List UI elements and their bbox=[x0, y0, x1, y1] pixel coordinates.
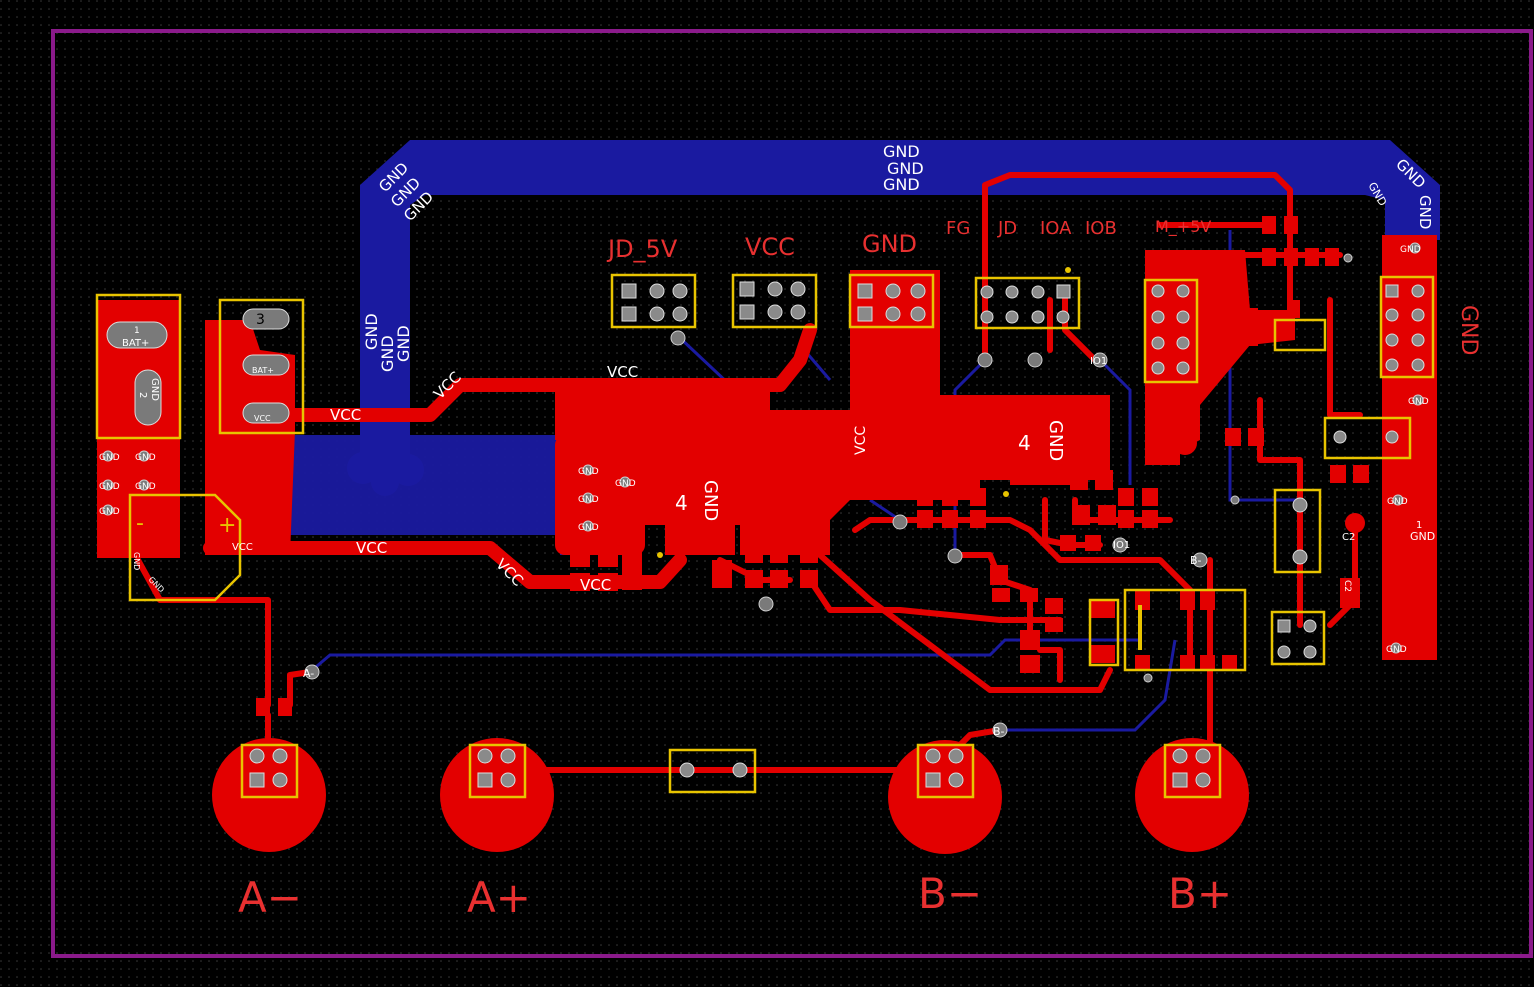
terminal-label-a-plus: A+ bbox=[467, 873, 531, 922]
net-io1: IO1 bbox=[1090, 356, 1107, 367]
pad-label-gnd-l2: GND bbox=[135, 453, 156, 463]
board-outline bbox=[51, 29, 1533, 958]
net-vcc-6: VCC bbox=[580, 576, 611, 594]
pad-label-gnd-2: GND bbox=[149, 378, 160, 401]
pad-label-gnd-r2: GND bbox=[1408, 397, 1429, 407]
pad-labels: 1 BAT+ GND 2 3 BAT+ VCC VCC GND GND - + … bbox=[99, 245, 1435, 655]
terminal-pad-b-plus bbox=[1135, 738, 1249, 852]
ic2-body bbox=[1010, 410, 1075, 485]
left-mid-pour bbox=[555, 435, 645, 555]
pad-label-cap-vcc: VCC bbox=[232, 542, 253, 553]
header-labels: JD_5V VCC GND FG JD IOA IOB M_+5V GND bbox=[606, 217, 1481, 355]
net-gnd-top-1: GND bbox=[883, 142, 920, 161]
pad-label-c2-b: C2 bbox=[1342, 580, 1352, 592]
net-vcc-7: VCC bbox=[853, 426, 869, 455]
terminal-pad-a-plus bbox=[440, 738, 554, 852]
pad-label-gnd-l5: GND bbox=[99, 507, 120, 517]
through-hole-pads bbox=[106, 281, 1425, 788]
net-vcc-1: VCC bbox=[330, 406, 361, 424]
label-fg: FG bbox=[946, 218, 970, 239]
net-b-minus-2: B- bbox=[1190, 554, 1202, 567]
net-io1-b: IO1 bbox=[1113, 540, 1130, 551]
net-vcc-4: VCC bbox=[356, 539, 387, 557]
pad-label-gnd-m2: GND bbox=[615, 479, 636, 489]
terminal-label-b-plus: B+ bbox=[1168, 869, 1232, 918]
net-four-2: 4 bbox=[1018, 431, 1031, 455]
net-four-1: 4 bbox=[675, 491, 688, 515]
label-ioa: IOA bbox=[1040, 218, 1072, 239]
pad-label-bat-plus: BAT+ bbox=[122, 338, 149, 349]
pad-label-gnd-l4: GND bbox=[135, 482, 156, 492]
gnd-pour-top bbox=[360, 140, 1440, 470]
vias bbox=[102, 242, 1424, 738]
pad-label-gnd-m4: GND bbox=[578, 523, 599, 533]
label-gnd-right: GND bbox=[1456, 305, 1481, 355]
net-gnd-corner-2: GND bbox=[1416, 195, 1434, 229]
pad-label-gnd-l3: GND bbox=[99, 482, 120, 492]
label-jd: JD bbox=[997, 218, 1017, 239]
ic1-body bbox=[665, 470, 735, 555]
battery-pour bbox=[97, 300, 180, 558]
net-gnd-vert-1: GND bbox=[362, 313, 381, 350]
pad-label-bat-small: BAT+ bbox=[252, 366, 274, 375]
pad-label-gnd-r3: GND bbox=[1387, 497, 1408, 507]
pad-label-gnd-m3: GND bbox=[578, 495, 599, 505]
label-m-5v: M_+5V bbox=[1155, 217, 1211, 237]
terminal-labels: A− A+ B− B+ bbox=[238, 869, 1232, 922]
pad-label-plus: + bbox=[218, 513, 236, 538]
label-vcc-header: VCC bbox=[745, 233, 795, 261]
net-b-minus-1: B- bbox=[993, 725, 1005, 738]
net-gnd-top-3: GND bbox=[883, 175, 920, 194]
label-iob: IOB bbox=[1085, 218, 1117, 239]
pad-label-c2: C2 bbox=[1342, 532, 1355, 543]
pad-label-gnd-l1: GND bbox=[99, 453, 120, 463]
net-gnd-top-2: GND bbox=[887, 159, 924, 178]
pad-label-gnd-pad: GND bbox=[1410, 530, 1435, 543]
net-gnd-vert-3: GND bbox=[394, 325, 413, 362]
pad-label-cap-gnd: GND bbox=[132, 552, 141, 570]
silkscreen-outlines bbox=[95, 267, 1435, 799]
pad-label-gnd-m1: GND bbox=[578, 467, 599, 477]
label-jd-5v: JD_5V bbox=[606, 235, 678, 263]
pad-label-vcc-small: VCC bbox=[254, 414, 271, 423]
pad-label-gnd-r1: GND bbox=[1400, 245, 1421, 255]
net-gnd-vert-2: GND bbox=[378, 335, 397, 372]
pad-label-two: 2 bbox=[137, 392, 148, 398]
pad-label-1: 1 bbox=[134, 326, 140, 336]
pad-label-one: 1 bbox=[1416, 520, 1422, 531]
vcc-connector-pour bbox=[205, 320, 295, 555]
terminal-label-a-minus: A− bbox=[238, 873, 302, 922]
pad-label-three: 3 bbox=[256, 312, 265, 328]
net-gnd-ic2: GND bbox=[1045, 420, 1066, 461]
pad-label-gnd-r4: GND bbox=[1386, 645, 1407, 655]
bottom-pour-mid bbox=[260, 435, 560, 535]
net-a-minus: A- bbox=[303, 667, 314, 680]
net-vcc-3: VCC bbox=[607, 363, 638, 381]
right-top-pour bbox=[1145, 250, 1295, 465]
pad-label-minus: - bbox=[136, 511, 144, 536]
terminal-label-b-minus: B− bbox=[918, 869, 982, 918]
net-gnd-ic1: GND bbox=[700, 480, 721, 521]
label-gnd-header: GND bbox=[862, 230, 917, 258]
